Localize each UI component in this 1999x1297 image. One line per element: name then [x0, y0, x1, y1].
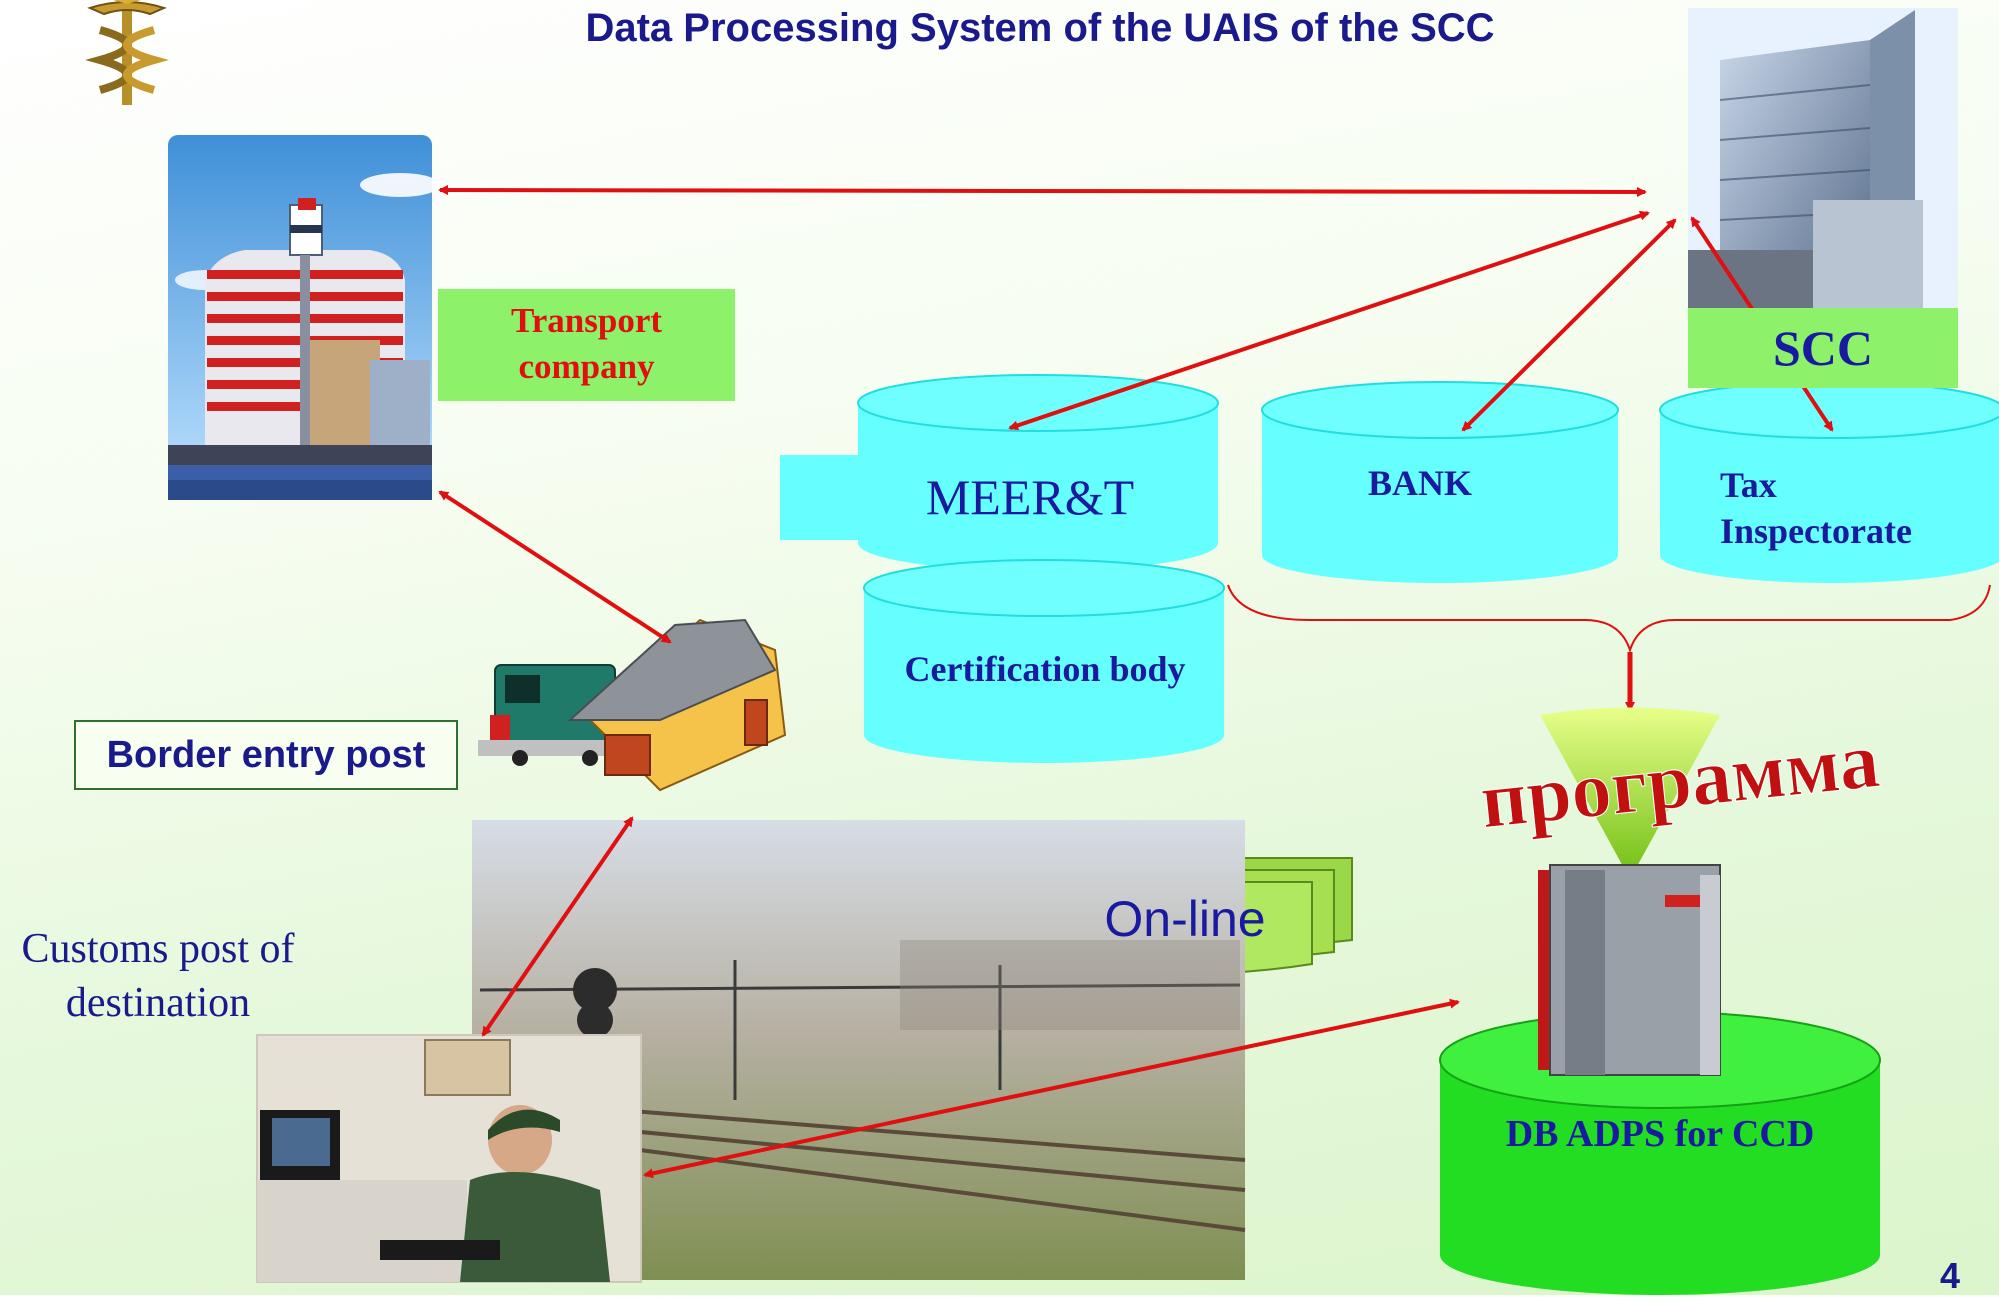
page-title: Data Processing System of the UAIS of th…: [585, 6, 1495, 50]
online-label: On-line: [1104, 891, 1266, 947]
server-icon: [1538, 864, 1721, 1076]
scc-building-photo: [1688, 8, 1958, 308]
certification-body-label: Certification body: [904, 649, 1186, 689]
arrow-customs-db: [643, 998, 1460, 1179]
arrow-transport-border: [438, 490, 672, 644]
tax-inspectorate-label: Tax Inspectorate: [1720, 465, 1912, 551]
db-adps-label: DB ADPS for CCD: [1505, 1113, 1815, 1155]
connection-arrows: [438, 185, 1834, 1179]
border-entry-post-label: Border entry post: [74, 720, 458, 790]
certification-database-cylinder: [863, 559, 1225, 763]
arrow-border-customs: [481, 816, 634, 1037]
transport-company-label: Transport company: [438, 289, 735, 401]
customs-officer-photo: [256, 1034, 642, 1283]
customs-post-label: Customs post of destination: [21, 926, 295, 1026]
meert-label: MEER&T: [925, 469, 1135, 525]
arrow-bank-scc: [1461, 218, 1677, 432]
scc-label-box: SCC: [1688, 308, 1958, 388]
bank-label: BANK: [1367, 463, 1472, 503]
scc-label: SCC: [1772, 320, 1874, 376]
caduceus-emblem: [85, 0, 169, 105]
grouping-brace: [1227, 584, 1991, 654]
office-building-illustration: [168, 135, 440, 500]
page-number: 4: [1939, 1255, 1961, 1296]
arrow-transport-scc: [438, 185, 1647, 197]
funnel-icon: [1540, 707, 1720, 870]
locomotive-icon: [478, 664, 618, 766]
house-icon: [567, 618, 787, 792]
